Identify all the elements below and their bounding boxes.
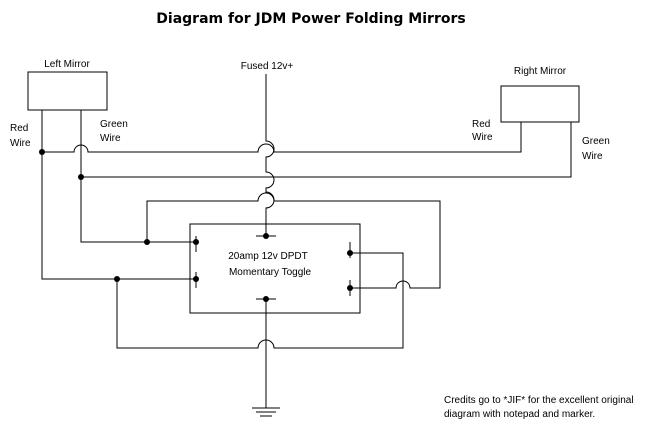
switch-terminal-dot <box>263 296 269 302</box>
switch-terminal-dot <box>193 239 199 245</box>
junction-dot <box>144 239 150 245</box>
diagram-title: Diagram for JDM Power Folding Mirrors <box>156 11 465 27</box>
switch-label-line-2: Momentary Toggle <box>229 267 312 278</box>
left-mirror-label: Left Mirror <box>44 59 90 70</box>
fused-12v-label: Fused 12v+ <box>241 61 294 72</box>
green-wire-left-label-2: Wire <box>100 133 121 144</box>
left-red-wire <box>41 110 196 280</box>
green-wire-run-to-right <box>81 122 572 178</box>
junction-dot <box>114 276 120 282</box>
red-wire-run-to-right <box>42 122 522 153</box>
green-wire-right-label-1: Green <box>582 136 610 147</box>
switch-terminal-dot <box>347 285 353 291</box>
credits-line-1: Credits go to *JIF* for the excellent or… <box>444 395 634 406</box>
red-wire-left-label-2: Wire <box>10 138 31 149</box>
red-wire-right-label-1: Red <box>472 119 490 130</box>
crossover-bottom-wire <box>116 252 404 349</box>
switch-terminal-dot <box>263 233 269 239</box>
red-wire-right-label-2: Wire <box>472 132 493 143</box>
switch-label-line-1: 20amp 12v DPDT <box>228 251 307 262</box>
right-mirror-label: Right Mirror <box>514 66 567 77</box>
right-mirror-box <box>500 85 580 123</box>
red-wire-left-label-1: Red <box>10 123 28 134</box>
left-green-wire <box>80 110 196 243</box>
switch-terminal-dot <box>347 250 353 256</box>
junction-dot <box>78 174 84 180</box>
fused-12v-wire <box>265 74 275 236</box>
credits-line-2: diagram with notepad and marker. <box>444 409 595 420</box>
green-wire-left-label-1: Green <box>100 119 128 130</box>
green-wire-right-label-2: Wire <box>582 151 603 162</box>
left-mirror-box <box>27 71 108 111</box>
junction-dot <box>39 149 45 155</box>
dpdt-switch-box <box>189 223 361 314</box>
crossover-top-wire <box>146 192 441 289</box>
switch-terminal-dot <box>193 276 199 282</box>
